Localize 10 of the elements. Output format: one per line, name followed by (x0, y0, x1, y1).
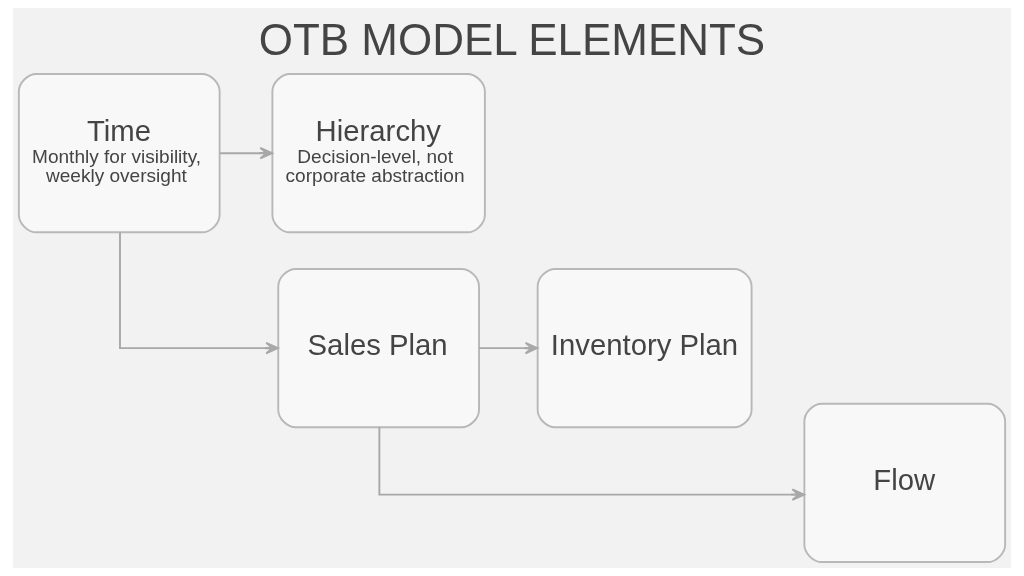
node-box: Hierarchy Decision-level, not corporate abstraction (271, 73, 486, 234)
arrow (478, 341, 539, 355)
arrow (218, 146, 273, 160)
diagram-title: OTB MODEL ELEMENTS (258, 14, 766, 64)
node-box: Flow (803, 402, 1007, 563)
node-box: Sales Plan (277, 268, 480, 429)
node-box: Time Monthly for visibility, weekly oversight (17, 73, 221, 234)
arrow (378, 426, 806, 501)
node-box: Inventory Plan (536, 268, 753, 429)
arrow (119, 231, 279, 355)
